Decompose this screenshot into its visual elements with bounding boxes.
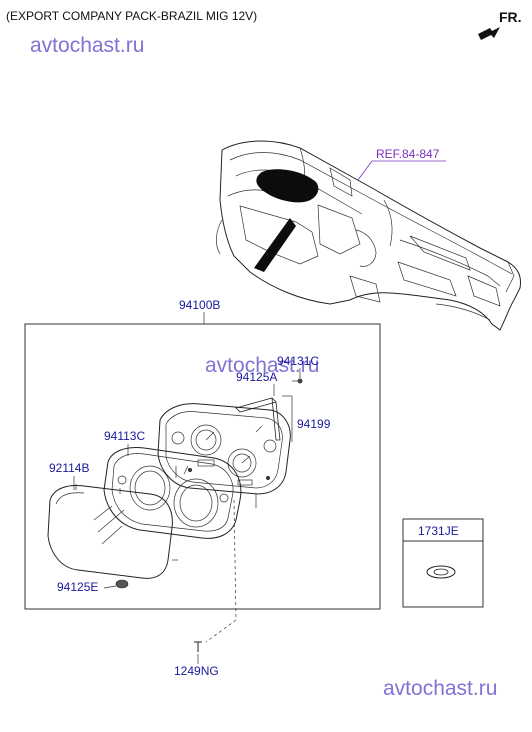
- part-1731JE-box: 1731JE: [402, 518, 484, 608]
- callout-1249NG: 1249NG: [174, 664, 219, 678]
- cluster-glass: [47, 484, 178, 579]
- callout-94100B: 94100B: [179, 298, 220, 312]
- diagram-title: (EXPORT COMPANY PACK-BRAZIL MIG 12V): [6, 9, 257, 23]
- bracket-94125A: [235, 397, 281, 441]
- callout-1731JE: 1731JE: [418, 524, 459, 538]
- watermark-bottom: avtochast.ru: [383, 677, 497, 700]
- screw-94125E: [115, 579, 129, 589]
- watermark-middle: avtochast.ru: [205, 354, 319, 377]
- screw-1249NG: [194, 641, 202, 652]
- front-arrow-icon: [478, 27, 500, 40]
- watermark-top: avtochast.ru: [30, 34, 144, 57]
- dashboard-illustration: [216, 140, 521, 331]
- callout-94131C: 94131C: [277, 354, 319, 368]
- screw-94131C: [292, 378, 303, 384]
- reference-label: REF.84-847: [376, 147, 440, 161]
- assembly-box: [24, 323, 381, 610]
- front-direction-label: FR.: [499, 9, 522, 25]
- callout-94113C: 94113C: [104, 429, 145, 443]
- callout-94125A: 94125A: [236, 370, 277, 384]
- callout-94199: 94199: [297, 417, 331, 431]
- callout-94125E: 94125E: [57, 580, 98, 594]
- cluster-bezel: [103, 447, 242, 539]
- callout-92114B: 92114B: [49, 461, 89, 475]
- instrument-cluster: [157, 403, 291, 508]
